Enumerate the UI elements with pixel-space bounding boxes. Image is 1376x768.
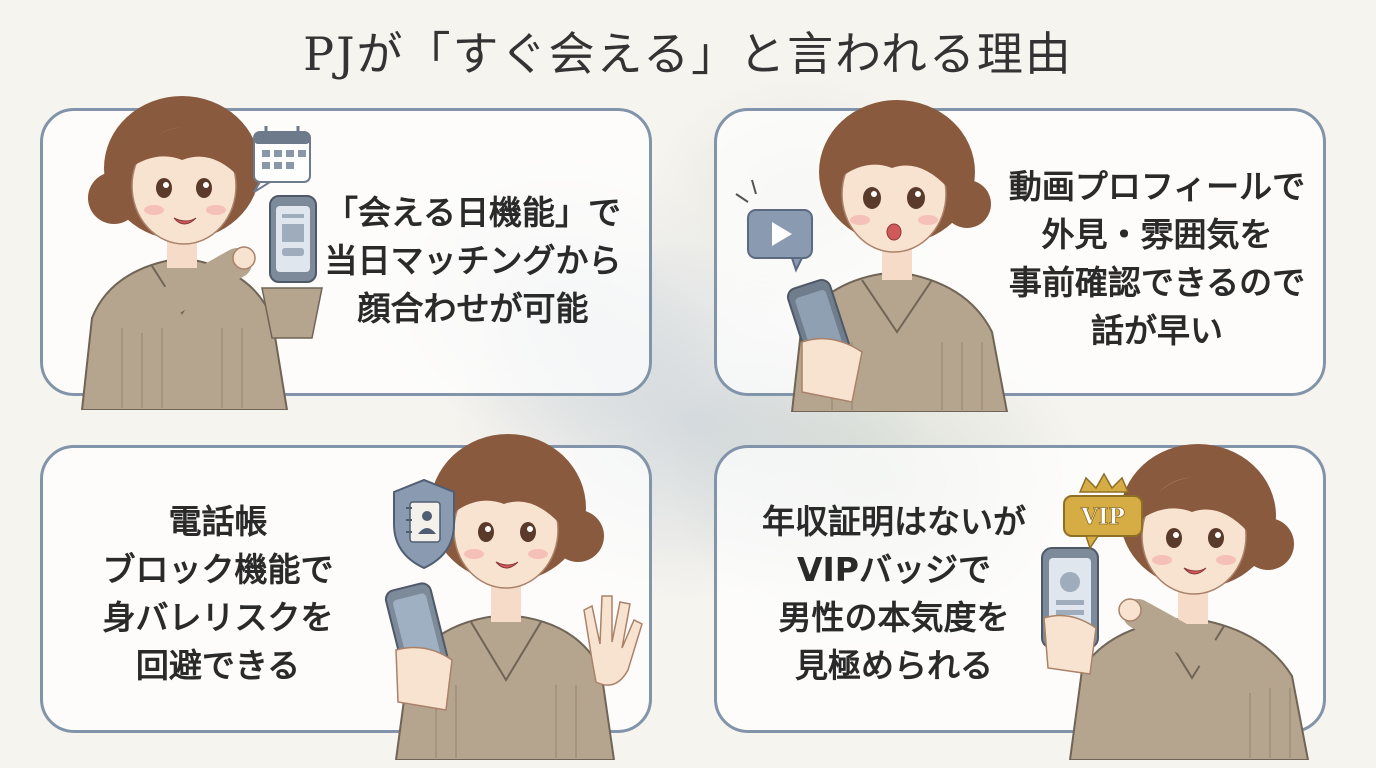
card-line: 身バレリスクを: [102, 598, 334, 637]
card-line: 話が早い: [1091, 311, 1223, 350]
card-line: 外見・雰囲気を: [1041, 215, 1273, 254]
card-line: VIPバッジで: [796, 550, 991, 589]
card-line: 顔合わせが可能: [357, 289, 589, 328]
card-line: 回避できる: [135, 646, 301, 685]
contact-shield-icon: [393, 478, 455, 570]
woman-with-phone-illustration: [80, 96, 323, 410]
surprised-woman-illustration: [735, 100, 1009, 412]
card-line: 当日マッチングから: [324, 241, 622, 280]
vip-badge-label: VIP: [1080, 504, 1125, 530]
vip-crown-badge-icon: VIP: [1063, 472, 1143, 550]
card-text: 年収証明はないが VIPバッジで 男性の本気度を 見極められる: [729, 498, 1059, 690]
woman-pointing-phone-illustration: VIP: [1041, 444, 1310, 760]
waving-woman-illustration: [384, 434, 643, 760]
card-line: 電話帳: [168, 502, 268, 541]
card-line: 「会える日機能」で: [324, 193, 621, 232]
card-line: ブロック機能で: [102, 550, 334, 589]
card-text: 「会える日機能」で 当日マッチングから 顔合わせが可能: [303, 189, 643, 333]
card-line: 動画プロフィールで: [1008, 167, 1306, 206]
calendar-icon: [253, 126, 311, 193]
card-line: 事前確認できるので: [1008, 263, 1306, 302]
card-text: 電話帳 ブロック機能で 身バレリスクを 回避できる: [63, 498, 373, 690]
card-line: 見極められる: [795, 646, 993, 685]
page-title: PJが「すぐ会える」と言われる理由: [303, 27, 1073, 81]
card-text: 動画プロフィールで 外見・雰囲気を 事前確認できるので 話が早い: [987, 163, 1327, 355]
card-line: 男性の本気度を: [778, 598, 1010, 637]
video-play-icon: [735, 179, 813, 273]
card-line: 年収証明はないが: [762, 502, 1026, 541]
